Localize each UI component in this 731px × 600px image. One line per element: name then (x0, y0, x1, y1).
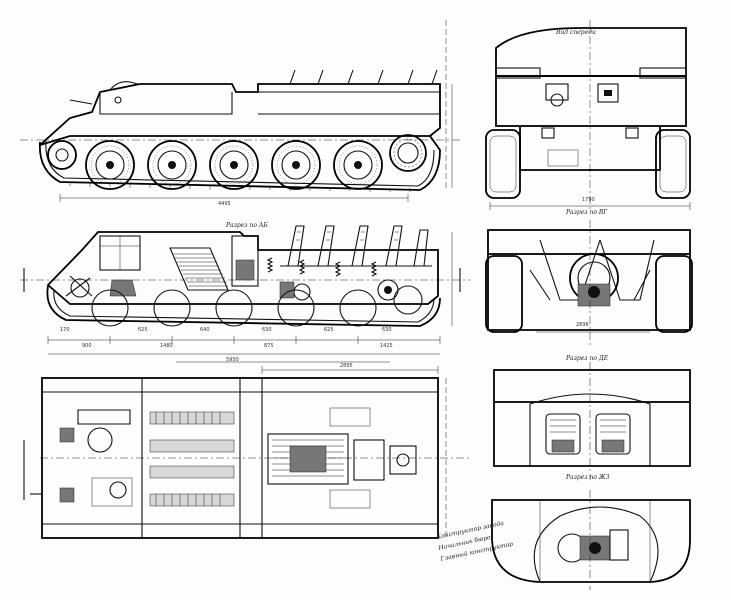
dim-plan: 2895 (340, 363, 353, 369)
section-vg-title: Разрез по ВГ (566, 209, 608, 216)
dim-ab-1: 900 (82, 343, 92, 349)
section-de-title: Разрез по ДЕ (566, 355, 609, 362)
dim-ab-small-3: 640 (200, 327, 210, 333)
dim-ab-small-2: 625 (138, 327, 148, 333)
section-ab-title: Разрез по АБ (226, 222, 268, 229)
front-view-title: Вид спереди (556, 29, 596, 36)
plan-view (30, 366, 470, 539)
dim-rear-view: 2896 (576, 322, 589, 328)
section-zh-title: Разрез по ЖЗ (566, 474, 610, 481)
dim-ab-base: 5950 (226, 357, 239, 363)
dim-ab-3: 875 (264, 343, 274, 349)
dim-front-width: 1790 (582, 197, 595, 203)
section-de (493, 362, 691, 480)
front-view (485, 20, 691, 210)
dim-ab-small-6: 630 (382, 327, 392, 333)
dim-ab-small-1: 170 (60, 327, 70, 333)
dim-ab-small-5: 625 (324, 327, 334, 333)
section-zh (491, 490, 691, 590)
side-view-top (20, 20, 460, 202)
dim-ab-small-4: 630 (262, 327, 272, 333)
dim-ab-4: 1425 (380, 343, 393, 349)
dim-side-length: 4495 (218, 201, 231, 207)
section-vg (485, 220, 693, 346)
dim-ab-2: 1480 (160, 343, 173, 349)
section-ab-cutaway (20, 225, 470, 363)
